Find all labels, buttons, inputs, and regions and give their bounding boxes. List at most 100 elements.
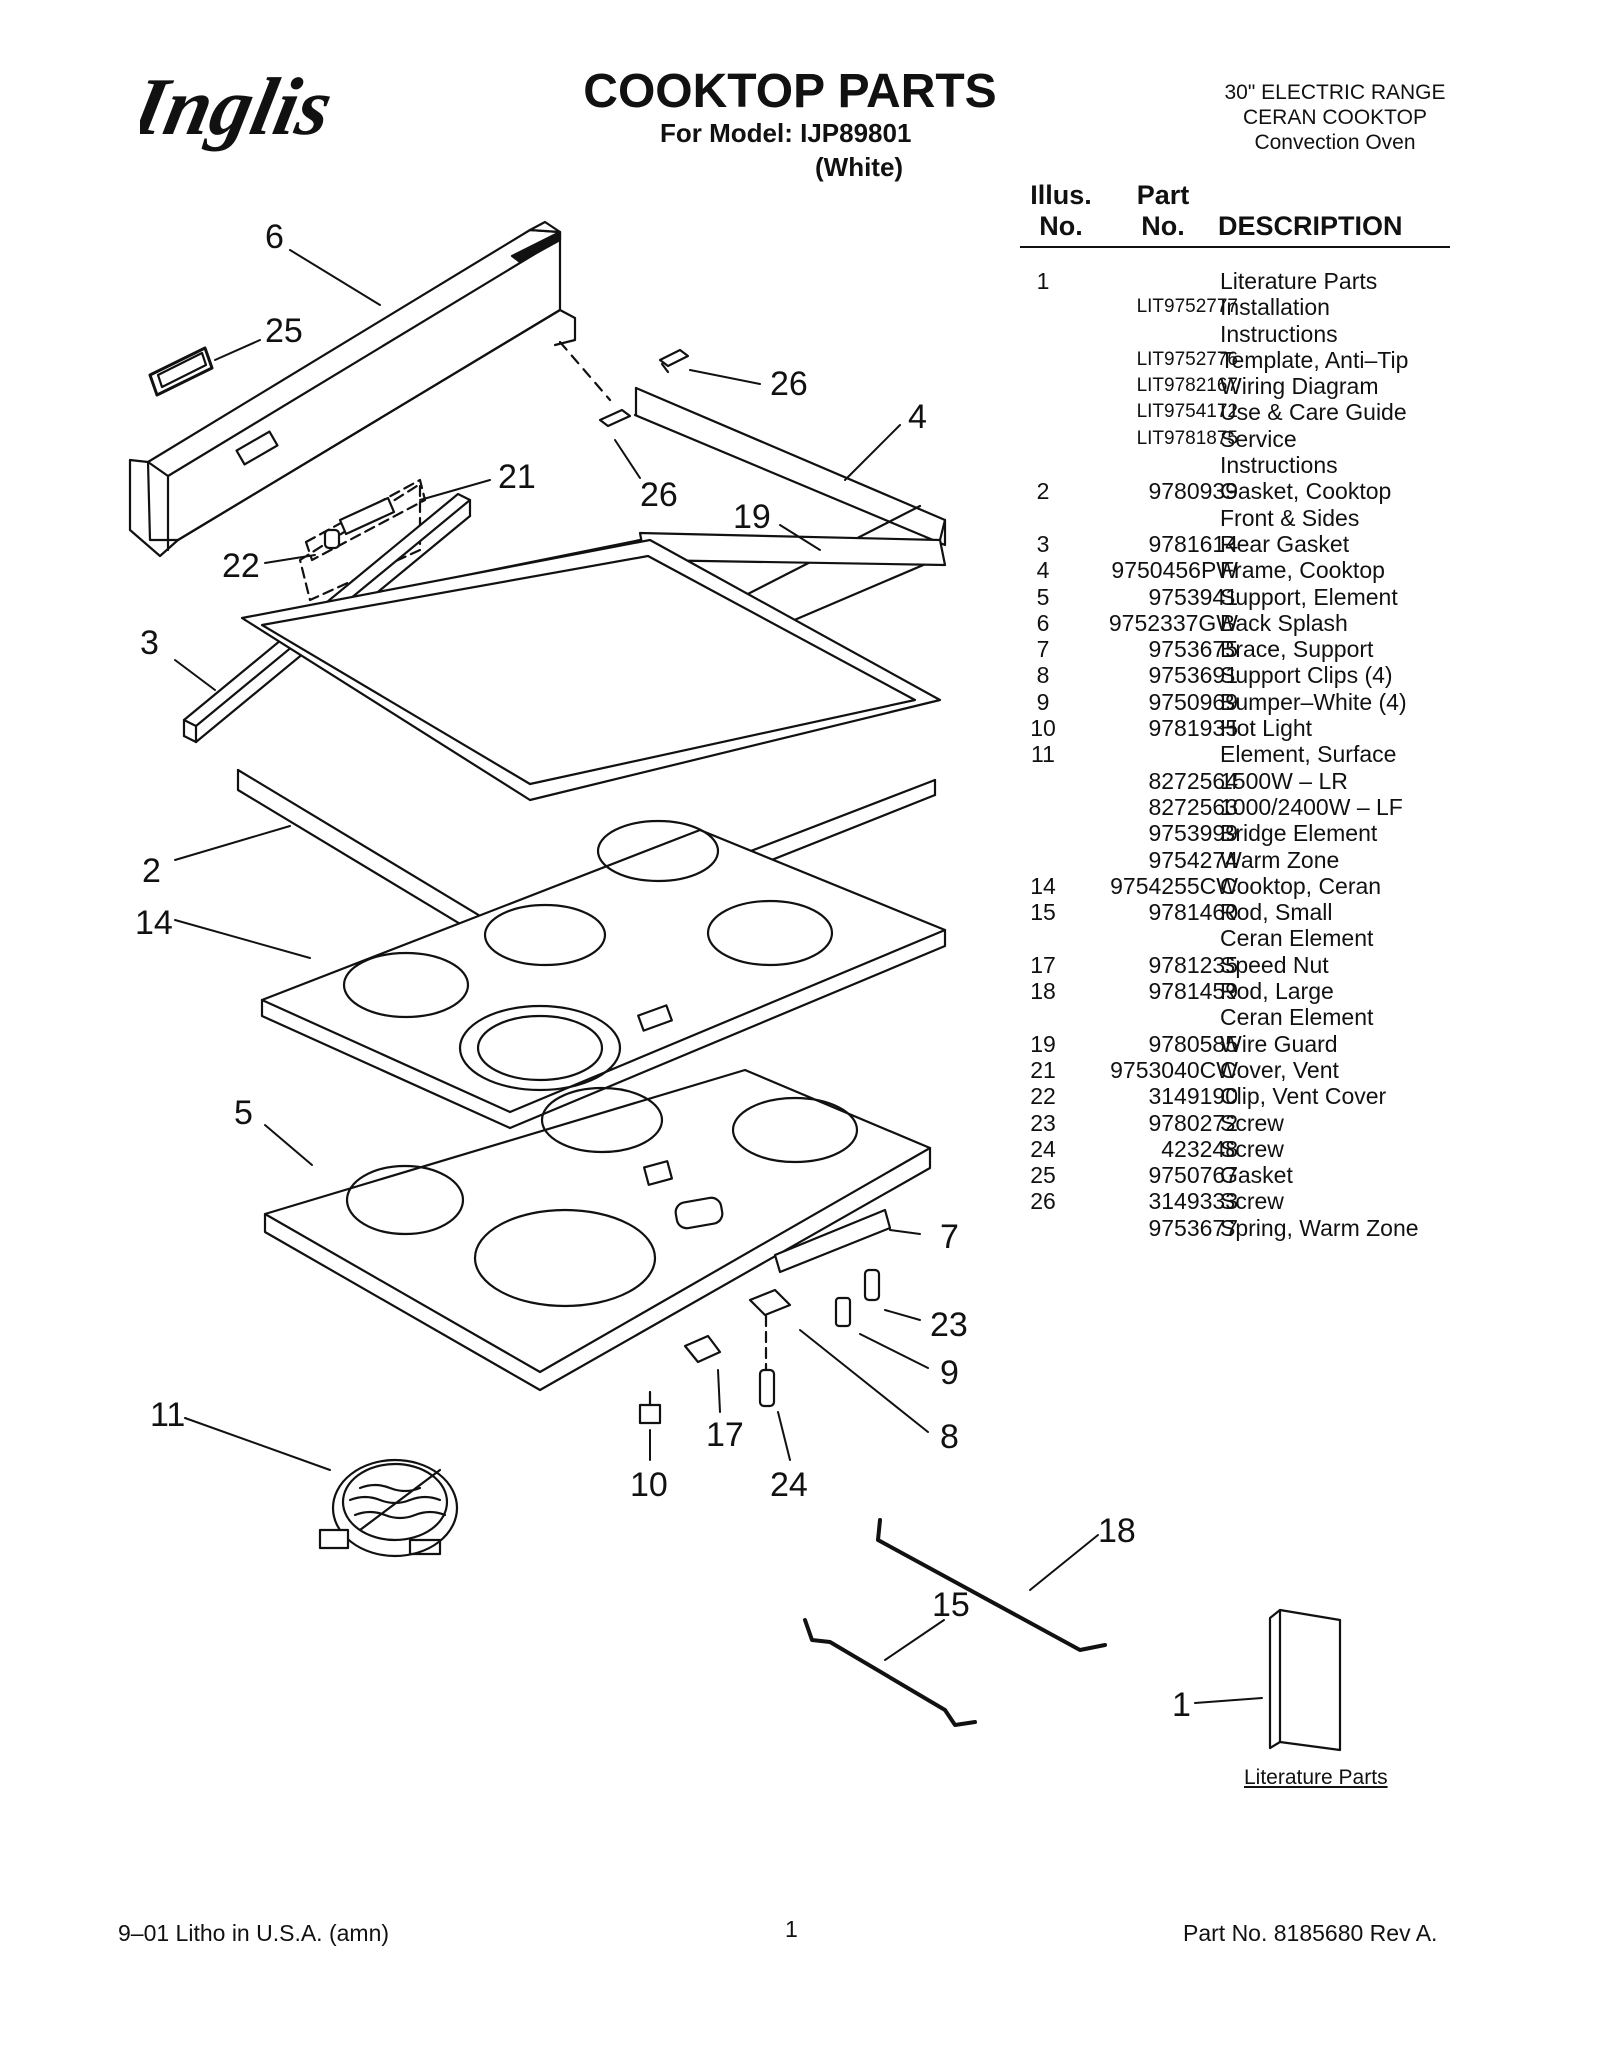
- callout-7: 7: [940, 1218, 959, 1256]
- part-description: Speed Nut: [1220, 951, 1329, 978]
- part-number: 9750767: [1148, 1162, 1238, 1189]
- part-description: Rear Gasket: [1220, 530, 1350, 557]
- callout-3: 3: [140, 624, 159, 662]
- part-number: 9753941: [1148, 583, 1238, 610]
- screw-24-part: [758, 1368, 776, 1408]
- illus-number: 25: [1030, 1162, 1056, 1189]
- illus-number: 9: [1036, 688, 1050, 715]
- support-clip-part: [748, 1288, 792, 1372]
- part-description: Warm Zone: [1220, 846, 1340, 873]
- hot-light-part: [638, 1390, 662, 1425]
- callout-1: 1: [1172, 1686, 1191, 1724]
- frame-front-part: [240, 538, 942, 802]
- part-description: Instructions: [1220, 452, 1338, 479]
- part-number: 9780585: [1148, 1030, 1238, 1057]
- part-number: 9781459: [1148, 978, 1238, 1005]
- gasket-25-part: [148, 346, 214, 397]
- illus-number: 14: [1030, 872, 1056, 899]
- brace-support-part: [773, 1208, 892, 1274]
- parts-row: Instructions: [1020, 321, 1470, 347]
- part-number: 9753691: [1148, 662, 1238, 689]
- callout-11: 11: [150, 1396, 185, 1434]
- model-line: For Model: IJP89801: [660, 118, 912, 148]
- part-description: Back Splash: [1220, 609, 1348, 636]
- part-description: Element, Surface: [1220, 741, 1397, 768]
- callout-10: 10: [630, 1466, 668, 1504]
- illus-number: 1: [1036, 268, 1050, 294]
- part-description: Wire Guard: [1220, 1030, 1338, 1057]
- literature-parts-label: Literature Parts: [1244, 1766, 1388, 1789]
- callout-21: 21: [498, 458, 536, 496]
- part-description: Support Clips (4): [1220, 662, 1393, 689]
- screw-23-part: [863, 1268, 881, 1302]
- callout-2: 2: [142, 852, 161, 890]
- illus-number: 4: [1036, 557, 1050, 584]
- part-header-line1: Part: [1136, 180, 1190, 210]
- part-description: Rod, Large: [1220, 978, 1334, 1005]
- part-description: Cover, Vent: [1220, 1056, 1339, 1083]
- part-description: Instructions: [1220, 320, 1338, 347]
- callout-22: 22: [222, 547, 260, 585]
- part-header: Part No.: [1128, 180, 1198, 242]
- illus-number: 2: [1036, 478, 1050, 505]
- part-number: 9754274: [1148, 846, 1238, 873]
- illus-header: Illus. No.: [1026, 180, 1096, 242]
- part-description: Ceran Element: [1220, 1004, 1374, 1031]
- part-number: 9754255CW: [1110, 872, 1238, 899]
- part-number: 9752337GW: [1108, 609, 1238, 636]
- part-description: Bumper–White (4): [1220, 688, 1407, 715]
- part-number: LIT9752776: [1136, 348, 1238, 370]
- callout-5: 5: [234, 1094, 253, 1132]
- part-description: Front & Sides: [1220, 504, 1360, 531]
- illus-number: 5: [1036, 583, 1050, 610]
- callout-14: 14: [135, 904, 173, 942]
- callout-25: 25: [265, 312, 303, 350]
- parts-row: Ceran Element: [1020, 925, 1470, 951]
- cooktop-type: CERAN COOKTOP: [1243, 106, 1427, 129]
- part-description: Clip, Vent Cover: [1220, 1083, 1387, 1110]
- element-support-part: [263, 1068, 932, 1392]
- parts-table-header: Illus. No. Part No. DESCRIPTION: [1020, 180, 1450, 248]
- model-color: (White): [815, 152, 904, 182]
- part-number: LIT9781875: [1136, 427, 1238, 449]
- illus-header-line2: No.: [1039, 211, 1083, 241]
- illus-number: 18: [1030, 978, 1056, 1005]
- part-number: 9753999: [1148, 820, 1238, 847]
- illus-number: 17: [1030, 951, 1056, 978]
- part-description: Screw: [1220, 1188, 1284, 1215]
- part-description: Gasket, Cooktop: [1220, 478, 1392, 505]
- literature-parts-book: [1268, 1608, 1342, 1752]
- part-number: 9753040CW: [1110, 1056, 1238, 1083]
- part-number: LIT9754172: [1136, 401, 1238, 423]
- bumper-part: [834, 1296, 852, 1328]
- part-header-line2: No.: [1141, 211, 1185, 241]
- part-description: Installation: [1220, 294, 1330, 321]
- illus-number: 24: [1030, 1135, 1056, 1162]
- surface-element-part: [318, 1458, 459, 1558]
- part-description: Template, Anti–Tip: [1220, 346, 1409, 373]
- part-description: 1000/2400W – LF: [1220, 793, 1403, 820]
- parts-row: Ceran Element: [1020, 1004, 1470, 1030]
